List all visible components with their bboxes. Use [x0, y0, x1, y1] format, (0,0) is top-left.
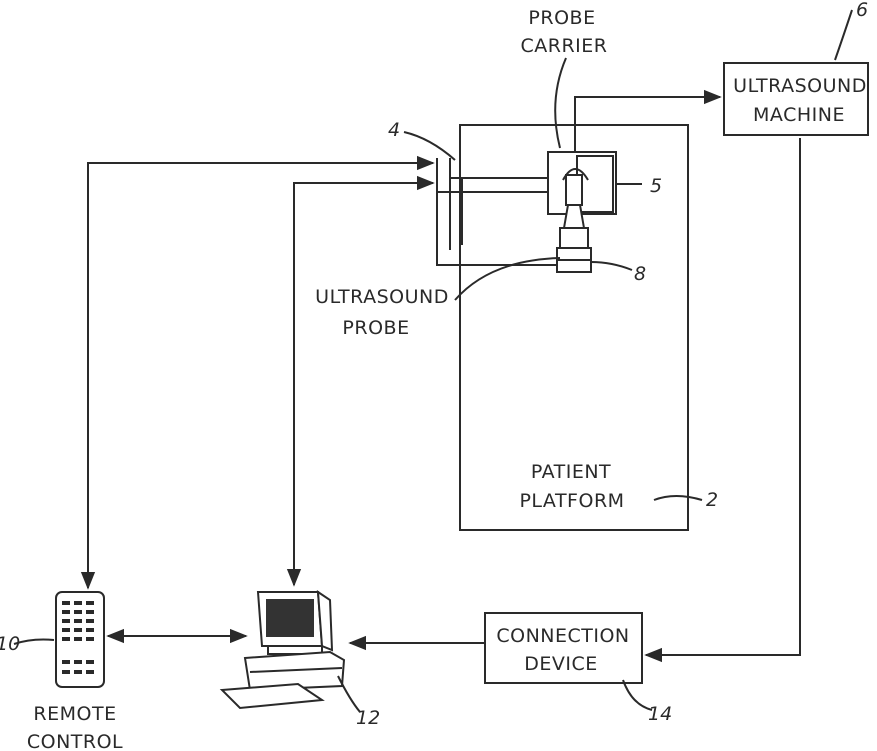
ref-numeral-connection: 14 — [648, 703, 672, 725]
ultrasound-machine-label: ULTRASOUND — [733, 75, 867, 97]
probe-carrier — [548, 152, 616, 214]
ultrasound-machine-label: MACHINE — [753, 104, 845, 126]
ref-numeral-computer: 12 — [356, 707, 380, 729]
connection-lines — [88, 97, 800, 655]
probe-carrier-label: PROBE — [528, 7, 595, 29]
ultrasound-probe-label: PROBE — [342, 317, 409, 339]
ref-numeral-platform: 2 — [706, 489, 718, 511]
ref-numeral-arm: 4 — [388, 119, 400, 141]
ref-numeral-probe: 8 — [634, 263, 646, 285]
remote-control-device — [56, 592, 104, 687]
remote-control-label: REMOTE — [33, 703, 116, 725]
patient-platform-label: PATIENT — [531, 461, 611, 483]
ref-numeral-remote: 10 — [0, 633, 20, 655]
ultrasound-probe-label: ULTRASOUND — [315, 286, 449, 308]
connection-device-label: CONNECTION — [496, 625, 629, 647]
remote-control-label: CONTROL — [27, 731, 123, 751]
ref-numeral-machine: 6 — [856, 0, 868, 21]
patient-platform-label: PLATFORM — [519, 490, 624, 512]
probe-carrier-label: CARRIER — [521, 35, 608, 57]
computer-workstation — [222, 592, 344, 708]
connection-device-label: DEVICE — [524, 653, 598, 675]
ref-numeral-carrier: 5 — [650, 175, 662, 197]
